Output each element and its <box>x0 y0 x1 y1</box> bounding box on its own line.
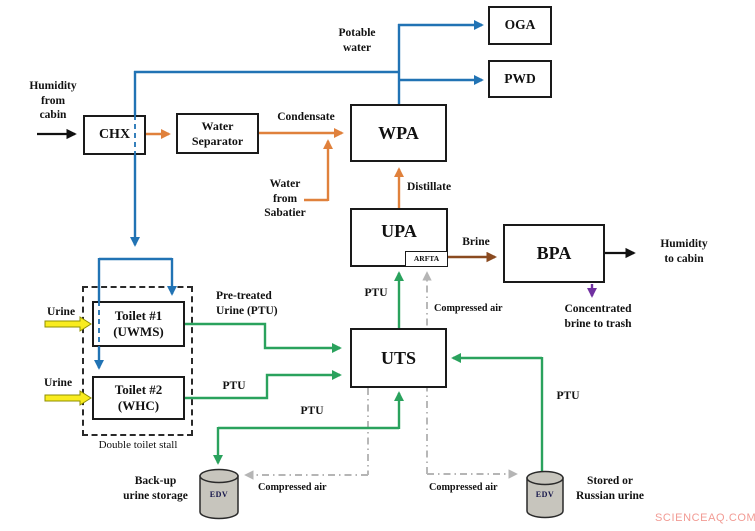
label-humidity-from-cabin: Humidity from cabin <box>29 80 77 122</box>
label-humidity-to-cabin: Humidity to cabin <box>660 238 708 265</box>
box-uts: UTS <box>350 328 447 388</box>
box-toilet-2: Toilet #2 (WHC) <box>92 376 185 420</box>
box-toilet-1: Toilet #1 (UWMS) <box>92 301 185 347</box>
watermark: SCIENCEAQ.COM <box>655 512 755 524</box>
edv-backup-cylinder-top <box>199 468 239 484</box>
label-distillate: Distillate <box>407 181 452 193</box>
label-compressed-air-backup: Compressed air <box>258 482 327 493</box>
box-arfta: ARFTA <box>405 251 448 267</box>
label-urine-toilet1: Urine <box>46 306 76 318</box>
label-pretreated-urine: Pre-treated Urine (PTU) <box>216 290 278 317</box>
box-bpa: BPA <box>503 224 605 283</box>
label-ptu-toilet2: PTU <box>222 380 246 392</box>
box-pwd: PWD <box>488 60 552 98</box>
label-ptu-stored: PTU <box>556 390 580 402</box>
label-brine: Brine <box>462 236 490 248</box>
toilet1-to-uts-line <box>185 322 342 354</box>
edv-stored-cylinder-top <box>526 470 564 486</box>
label-urine-toilet2: Urine <box>43 377 73 389</box>
double-toilet-stall-outline <box>82 286 193 436</box>
edv-tanks <box>199 468 564 520</box>
label-edv-backup: EDV <box>209 490 229 499</box>
box-wpa: WPA <box>350 104 447 162</box>
label-ptu-backup: PTU <box>300 405 324 417</box>
label-double-toilet-stall: Double toilet stall <box>98 439 178 451</box>
label-potable-water: Potable water <box>338 27 376 54</box>
label-concentrated-brine: Concentrated brine to trash <box>564 303 632 330</box>
label-edv-stored: EDV <box>535 490 555 499</box>
label-stored-russian-urine: Stored or Russian urine <box>575 475 645 502</box>
label-compressed-air-upa: Compressed air <box>434 303 503 314</box>
label-ptu-to-upa: PTU <box>364 287 388 299</box>
toilet2-to-uts-line <box>185 369 342 400</box>
box-oga: OGA <box>488 6 552 45</box>
box-chx: CHX <box>83 115 146 155</box>
label-backup-urine-storage: Back-up urine storage <box>123 475 188 502</box>
label-water-from-sabatier: Water from Sabatier <box>264 178 306 220</box>
label-condensate: Condensate <box>277 111 335 123</box>
box-water-separator: Water Separator <box>176 113 259 154</box>
label-compressed-air-stored: Compressed air <box>429 482 498 493</box>
